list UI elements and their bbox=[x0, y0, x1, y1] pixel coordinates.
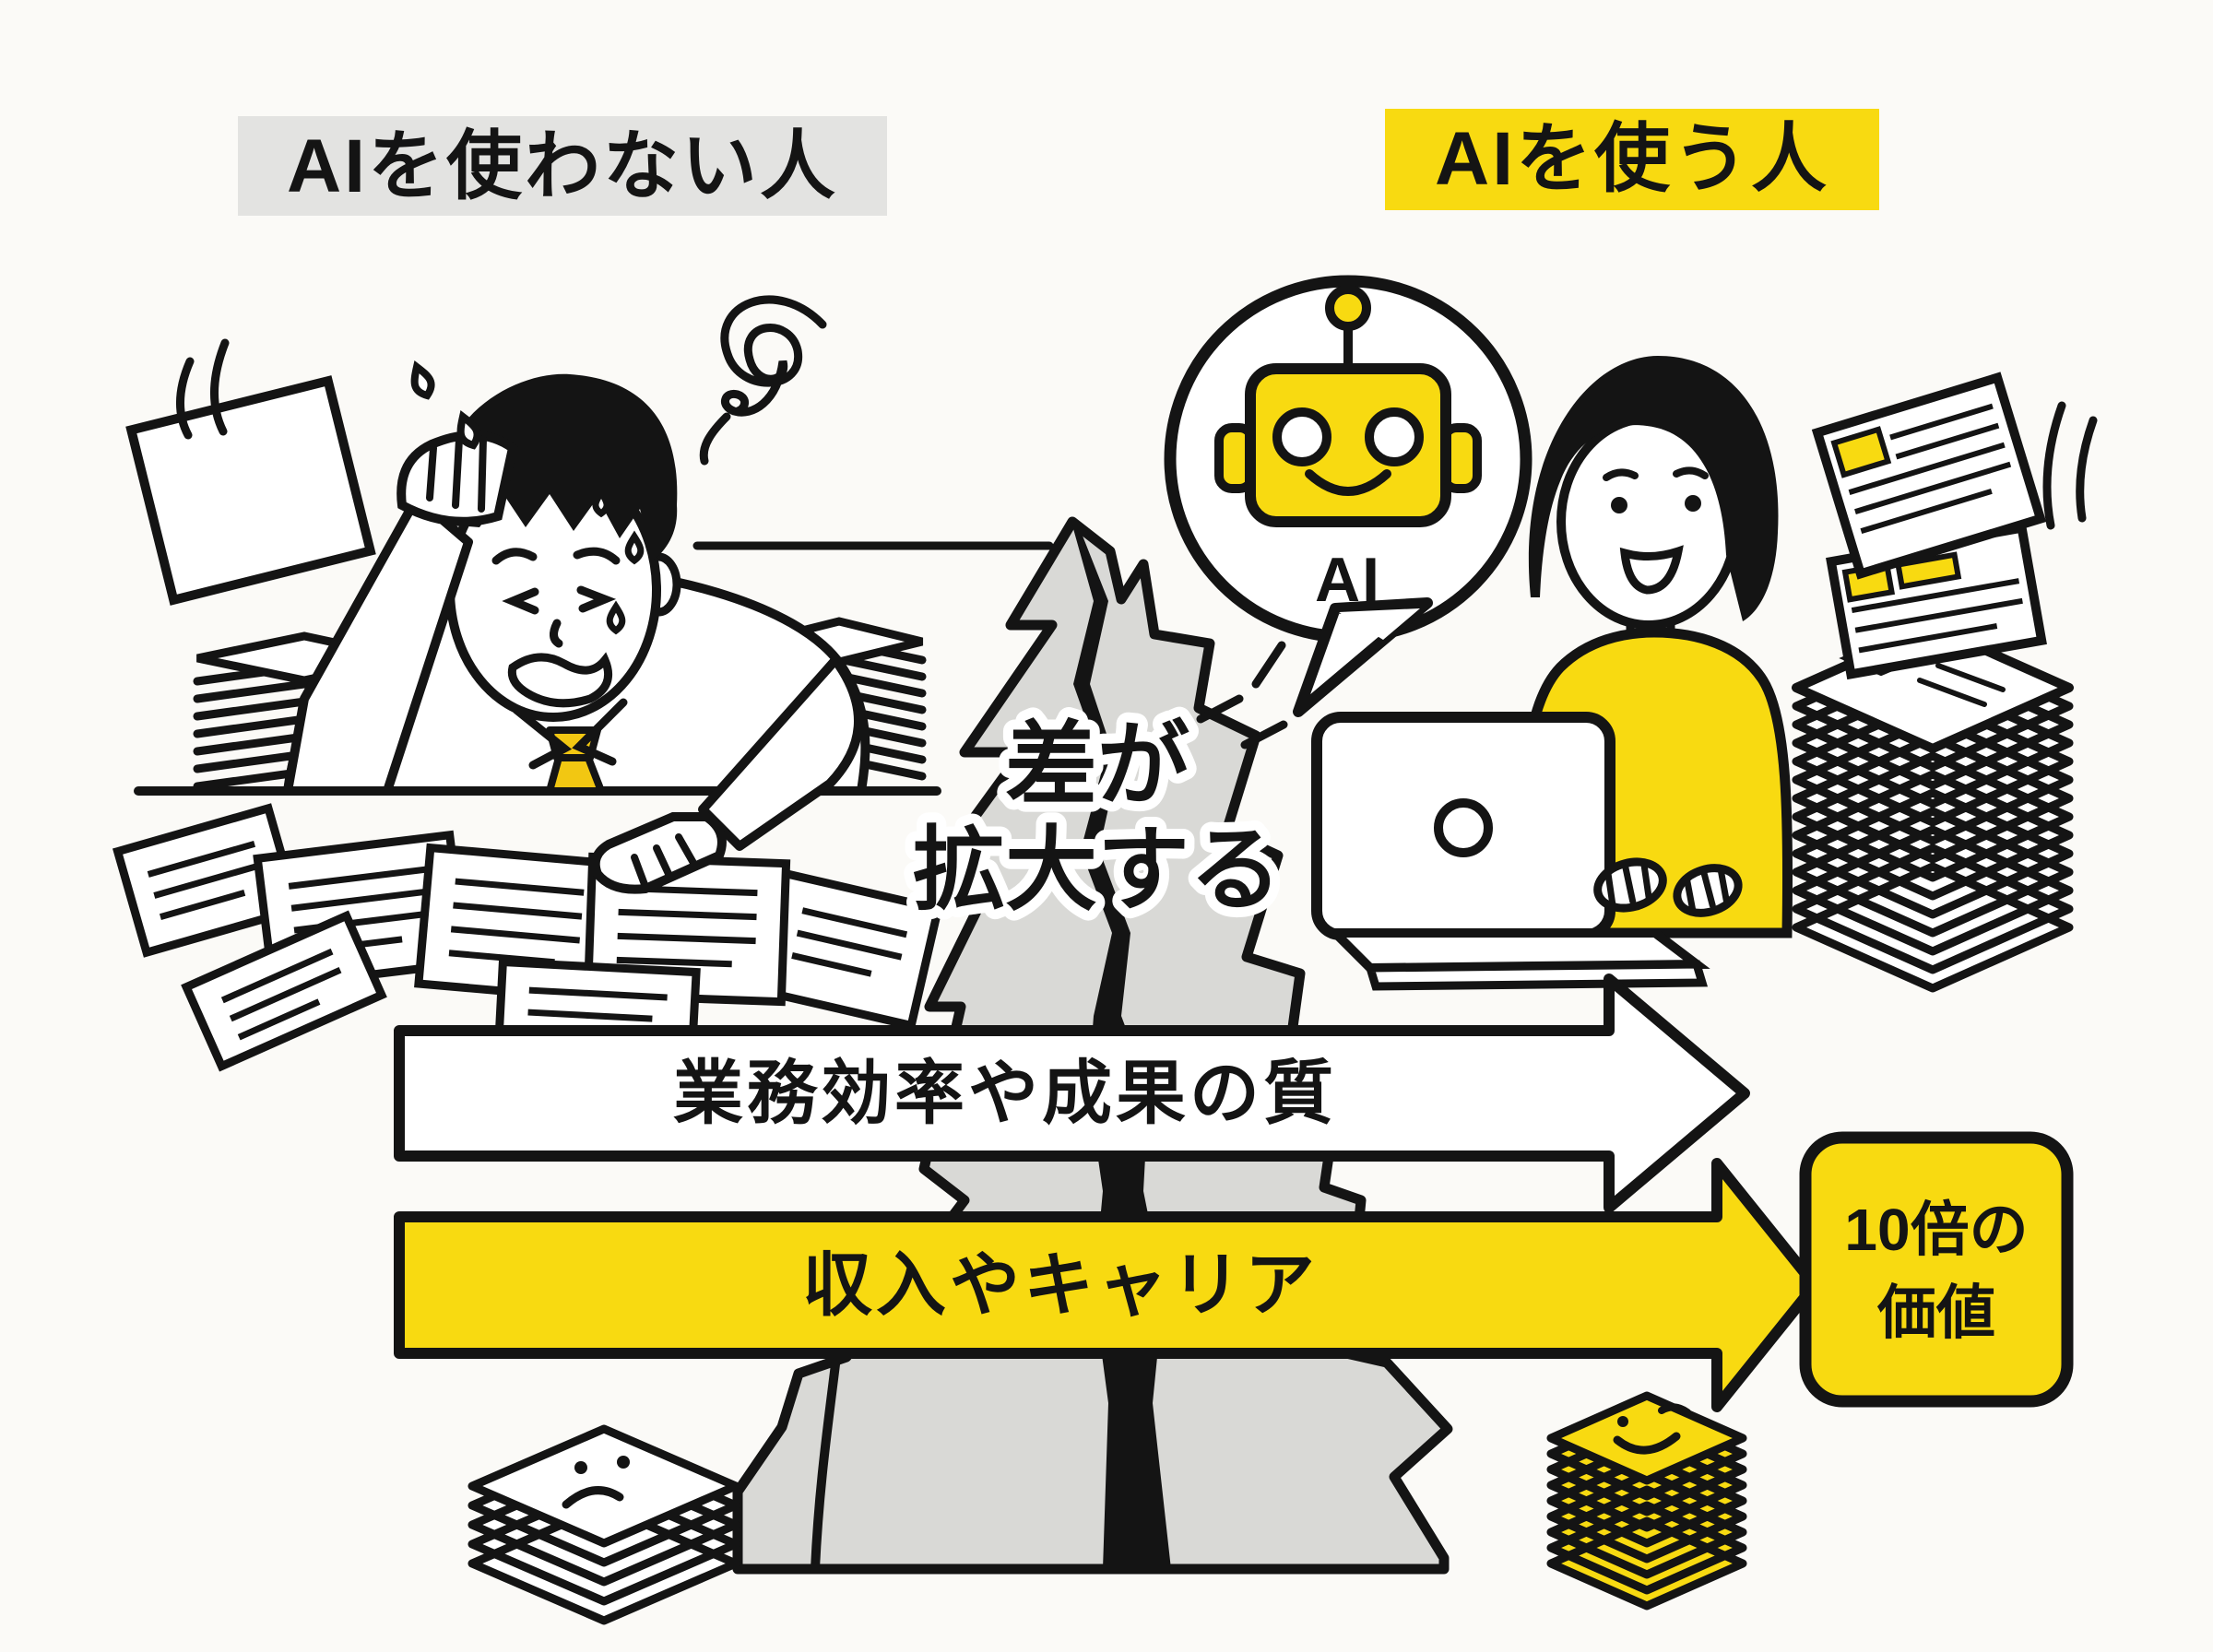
laptop-base-lip bbox=[1364, 960, 1709, 991]
motion-lines bbox=[176, 338, 230, 440]
happy-paper-stack-icon bbox=[1546, 1391, 1747, 1611]
face-sweat-drops bbox=[592, 486, 645, 635]
ai-user-scene bbox=[1196, 356, 2098, 993]
hair bbox=[435, 373, 678, 560]
right-title: AIを使う人 bbox=[1435, 117, 1829, 201]
chasm-secondary-crack bbox=[811, 1360, 840, 1574]
efficiency-arrow-label: 業務効率や成果の質 bbox=[673, 1055, 1337, 1133]
bob-hair bbox=[1528, 356, 1779, 621]
worried-face-features bbox=[491, 547, 621, 708]
motion-lines bbox=[2042, 401, 2098, 530]
income-arrow-label: 収入やキャリア bbox=[802, 1246, 1319, 1325]
hand-on-head bbox=[396, 431, 518, 526]
income-arrow: 収入やキャリア bbox=[394, 1158, 1820, 1412]
collar bbox=[512, 698, 628, 770]
value-line1: 10倍の bbox=[1844, 1197, 2028, 1263]
ai-label: AI bbox=[1315, 545, 1381, 615]
robot-icon bbox=[1214, 285, 1482, 527]
flying-documents-icon bbox=[1811, 372, 2098, 680]
right-title-bg bbox=[1385, 109, 1879, 210]
sparkle-lines-icon bbox=[1196, 641, 1288, 749]
flying-paper-icon bbox=[125, 338, 376, 606]
right-title-badge: AIを使う人 bbox=[1385, 109, 1879, 210]
value-line2: 価値 bbox=[1876, 1280, 1995, 1346]
typing-hands bbox=[1593, 857, 1743, 917]
efficiency-arrow: 業務効率や成果の質 bbox=[394, 974, 1750, 1213]
sweat-drops-icon bbox=[410, 360, 481, 450]
stressed-worker-scene bbox=[112, 295, 943, 1072]
sad-paper-stack-icon bbox=[467, 1424, 740, 1625]
left-title: AIを使わない人 bbox=[287, 124, 838, 208]
laptop-logo-icon bbox=[1434, 798, 1493, 857]
paper-sheet bbox=[181, 910, 387, 1072]
propping-arm bbox=[283, 493, 473, 796]
yellow-arrow-shape bbox=[394, 1158, 1820, 1412]
output-paper-stack-icon bbox=[1792, 622, 2074, 993]
happy-face-features bbox=[1603, 466, 1709, 595]
gap-label-line1: 差が bbox=[1005, 714, 1189, 817]
left-title-bg bbox=[238, 116, 887, 216]
left-title-badge: AIを使わない人 bbox=[238, 116, 887, 216]
hand-on-papers bbox=[590, 655, 863, 894]
value-badge-box bbox=[1799, 1131, 2074, 1408]
scattered-papers bbox=[112, 803, 943, 1072]
gap-label: 差が 拡大する bbox=[903, 703, 1292, 932]
white-arrow-shape bbox=[394, 974, 1750, 1213]
speech-bubble: AI bbox=[1164, 275, 1533, 717]
value-badge: 10倍の 価値 bbox=[1799, 1131, 2074, 1408]
frustration-scribble-icon bbox=[699, 295, 827, 466]
paper-sheet bbox=[112, 803, 302, 958]
bubble-tail bbox=[1293, 597, 1433, 717]
gap-label-line2: 拡大する bbox=[913, 819, 1282, 922]
